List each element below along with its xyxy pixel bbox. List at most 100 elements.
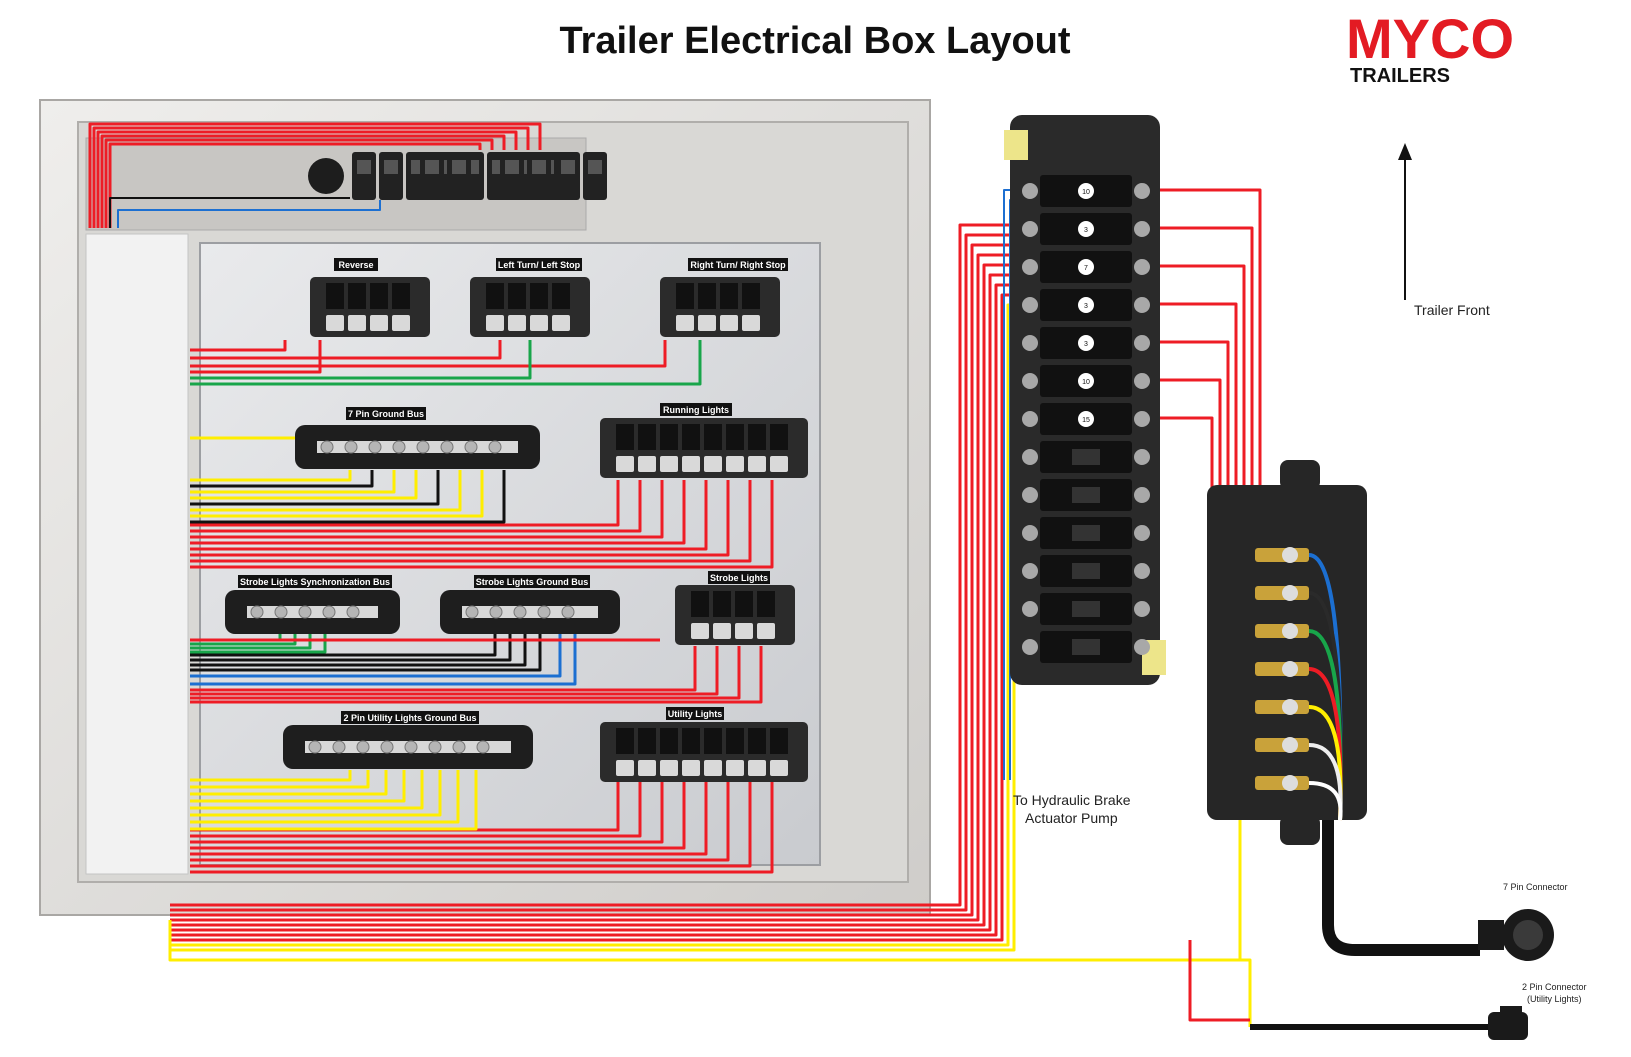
devices [225,277,808,782]
fuse-terminal-left [1022,297,1038,313]
wire [190,340,667,368]
fuse-terminal-right [1134,411,1150,427]
relay-slot [676,283,694,309]
wire [190,646,741,700]
bus-screw [465,605,479,619]
label-utility-ground-bus: 2 Pin Utility Lights Ground Bus [343,713,476,723]
2pin-connector-label-2: (Utility Lights) [1527,994,1582,1004]
fuse-terminal-right [1134,335,1150,351]
label-reverse: Reverse [338,260,373,270]
wire [190,782,752,868]
relay-slot [726,728,744,754]
wire [170,253,1020,922]
relay-terminal [698,315,716,331]
switch-icon [447,152,471,200]
wire [190,480,752,563]
wire [190,480,620,527]
relay-terminal [720,315,738,331]
wire [190,782,686,850]
fuse-terminal-right [1134,525,1150,541]
bus-screw [298,605,312,619]
relay-slot [348,283,366,309]
label-right-turn: Right Turn/ Right Stop [690,260,786,270]
relay-slot [486,283,504,309]
relay-slot [552,283,570,309]
relay-slot [392,283,410,309]
relay-terminal [552,315,570,331]
relay-slot [757,591,775,617]
switch-rocker [532,160,546,174]
fuse-icon [1078,221,1094,237]
terminal-wire [1308,781,1343,821]
fuse-number: 15 [1082,417,1090,424]
relay-terminal [757,623,775,639]
breaker-icon [1072,487,1100,503]
relay-slot [616,424,634,450]
wire [190,646,697,692]
fuse-icon [1078,183,1094,199]
fuse-terminal-right [1134,183,1150,199]
switch-rocker [588,160,602,174]
relay-terminal [713,623,731,639]
wire [190,480,774,569]
fuse-number: 3 [1084,341,1088,348]
wire [190,340,502,360]
relay-terminal [691,623,709,639]
7pin-connector-label: 7 Pin Connector [1503,882,1568,892]
relay-terminal [704,760,722,776]
wire [190,782,708,856]
bus-screw [368,440,382,454]
fuse-terminal-right [1134,563,1150,579]
wire [190,634,297,646]
switch-rocker [425,160,439,174]
bus-screw [344,440,358,454]
wire [190,470,396,494]
relay-terminal [392,315,410,331]
hydraulic-label-2: Actuator Pump [1025,810,1118,826]
terminal-screw [1282,737,1298,753]
fuse-icon [1078,297,1094,313]
fuse-icon [1078,411,1094,427]
wire [190,470,484,518]
wire [190,634,577,686]
label-7pin-ground-bus: 7 Pin Ground Bus [348,409,424,419]
relay-slot [770,728,788,754]
relay-terminal [682,456,700,472]
trailer-front-label: Trailer Front [1414,302,1490,318]
relay-slot [748,424,766,450]
bus-screw [561,605,575,619]
page-title: Trailer Electrical Box Layout [559,20,1070,62]
bus-screw [346,605,360,619]
wire [190,634,562,678]
fuse-terminal-left [1022,601,1038,617]
wire [1240,958,1252,1027]
fuse-number: 7 [1084,265,1088,272]
wire [190,634,542,672]
relay-slot [691,591,709,617]
fuse-terminal-left [1022,525,1038,541]
breaker-icon [1072,563,1100,579]
label-strobe-sync-bus: Strobe Lights Synchronization Bus [240,577,390,587]
wire [190,470,352,482]
fuse-terminal-left [1022,183,1038,199]
relay-slot [638,424,656,450]
wire [1188,940,1250,1022]
fuse-terminal-right [1134,297,1150,313]
wire [190,770,370,789]
wire [190,470,506,524]
switch-rocker [452,160,466,174]
relay-slot [704,728,722,754]
fuse-terminal-left [1022,563,1038,579]
relay-slot [616,728,634,754]
wire [170,283,1020,937]
bus-screw [428,740,442,754]
label-strobe-ground-bus: Strobe Lights Ground Bus [476,577,589,587]
wire [190,480,686,545]
relay-terminal [660,760,678,776]
relay-slot [770,424,788,450]
bus-screw [513,605,527,619]
2pin-connector-label-1: 2 Pin Connector [1522,982,1587,992]
fuse-number: 3 [1084,303,1088,310]
bus-screw [380,740,394,754]
relay-terminal [530,315,548,331]
